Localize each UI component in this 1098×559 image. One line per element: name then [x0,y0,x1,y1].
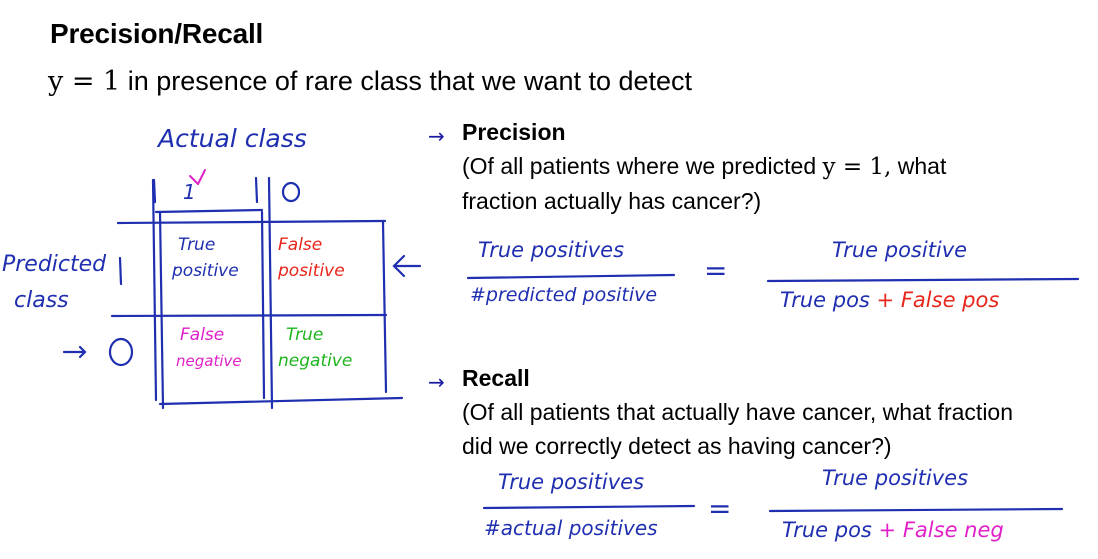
actual-col-1: 1 [183,180,196,204]
matrix-mid-line [110,313,388,318]
actual-tick-left [152,178,157,204]
recall-frac2-den-blue: True pos [782,518,872,542]
precision-cell-arrow [392,254,422,278]
recall-frac1-bar [482,504,696,510]
precision-description: (Of all patients where we predicted y = … [462,149,946,218]
tn-line2: negative [278,351,353,371]
precision-line1-math: y = 1, [822,154,892,180]
recall-line2: did we correctly detect as having cancer… [462,433,892,459]
recall-equals: = [708,492,732,525]
actual-class-label: Actual class [158,124,307,153]
recall-frac2-bar [768,507,1064,513]
recall-arrow-icon: → [428,370,445,394]
fn-line2: negative [176,352,242,370]
precision-line2: fraction actually has cancer?) [462,188,762,214]
matrix-left-line [158,210,165,410]
fp-line1: False [278,235,323,255]
predicted-zero-arrow [62,345,87,359]
recall-frac2-denominator: True pos + False neg [782,518,1004,542]
precision-frac2-numerator: True positive [832,238,968,262]
precision-line1-post: what [897,153,947,179]
predicted-zero-circle [108,337,134,367]
matrix-top-line [116,219,387,225]
fn-line1: False [180,325,225,345]
recall-line1: (Of all patients that actually have canc… [462,399,1014,425]
matrix-left-inner-line [151,178,158,402]
matrix-center-inner-line [260,210,266,400]
tp-line1: True [178,235,216,255]
slide-title: Precision/Recall [50,18,264,49]
recall-frac1-numerator: True positives [498,470,645,494]
recall-title: Recall [462,365,530,391]
matrix-center-line [267,176,274,410]
fp-line2: positive [278,261,345,281]
cell-false-negative: False negative [176,322,242,374]
predicted-label-line1: Predicted [2,252,107,277]
precision-frac1-bar [466,273,676,280]
predicted-label-line2: class [14,288,69,313]
recall-frac2-den-plus: + [878,518,897,542]
matrix-bottom-line [158,396,404,406]
precision-frac2-denominator: True pos + False pos [780,288,999,312]
recall-frac2-den-red: False neg [902,518,1004,542]
precision-frac2-den-plus: + [876,288,895,312]
precision-title: Precision [462,119,566,145]
precision-frac2-den-blue: True pos [780,288,870,312]
precision-line1-pre: (Of all patients where we predicted [462,153,817,179]
subtitle-text: in presence of rare class that we want t… [127,66,693,96]
precision-arrow-icon: → [428,124,445,148]
cell-true-negative: True negative [278,322,352,374]
actual-zero-circle [281,181,301,203]
slide-subtitle: y = 1 in presence of rare class that we … [48,66,692,97]
precision-frac2-den-red: False pos [900,288,1000,312]
predicted-one-mark [118,256,123,286]
matrix-right-line [381,220,388,394]
precision-frac2-bar [766,277,1080,283]
recall-frac2-numerator: True positives [822,466,969,490]
precision-frac1-denominator: #predicted positive [470,284,658,306]
subtitle-math: y = 1 [48,66,121,97]
precision-line1: (Of all patients where we predicted y = … [462,149,946,184]
actual-tick-right [254,176,259,204]
precision-equals: = [704,254,728,287]
matrix-top-inner-line [154,208,264,214]
tn-line1: True [286,325,324,345]
tp-line2: positive [172,261,239,281]
recall-frac1-denominator: #actual positives [484,516,658,540]
precision-frac1-numerator: True positives [478,238,625,262]
cell-true-positive: True positive [172,232,239,284]
cell-false-positive: False positive [278,232,345,284]
recall-description: (Of all patients that actually have canc… [462,395,1013,463]
